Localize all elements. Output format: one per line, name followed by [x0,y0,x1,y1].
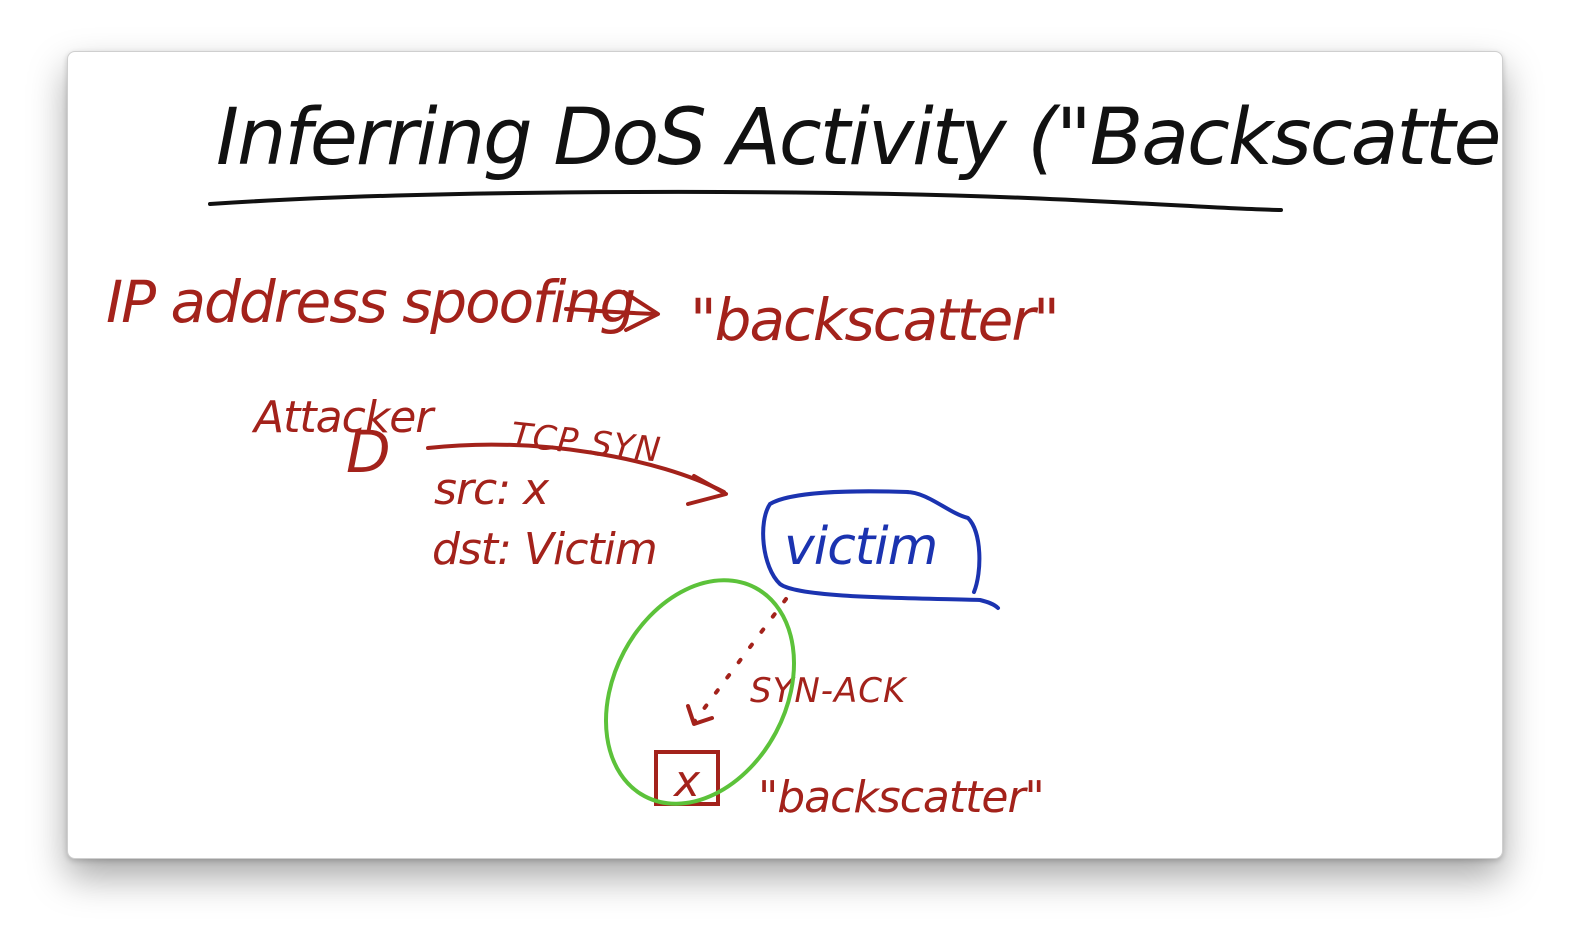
whiteboard-window: Inferring DoS Activity ("Backscatter") I… [67,51,1503,859]
attacker-symbol: D [346,418,389,486]
whiteboard-canvas: Inferring DoS Activity ("Backscatter") I… [106,93,1502,823]
headline-backscatter: "backscatter" [690,286,1058,354]
backscatter-highlight-circle [604,578,796,806]
syn-ack-dotted-arrow [686,597,788,726]
syn-ack-label: SYN-ACK [750,671,908,711]
spoofed-host-label: x [672,756,701,807]
attacker-label: Attacker [251,392,436,443]
victim-label: victim [784,517,937,577]
packet-dst: dst: Victim [432,524,657,575]
title-underline [208,189,1283,212]
backscatter-note: "backscatter" [758,772,1044,823]
packet-src: src: x [434,464,550,515]
headline-spoofing: IP address spoofing [106,268,634,336]
headline-arrow [564,290,660,332]
diagram-title: Inferring DoS Activity ("Backscatter") [216,93,1502,183]
tcp-syn-arrow [426,442,728,506]
victim-box [761,489,1000,610]
